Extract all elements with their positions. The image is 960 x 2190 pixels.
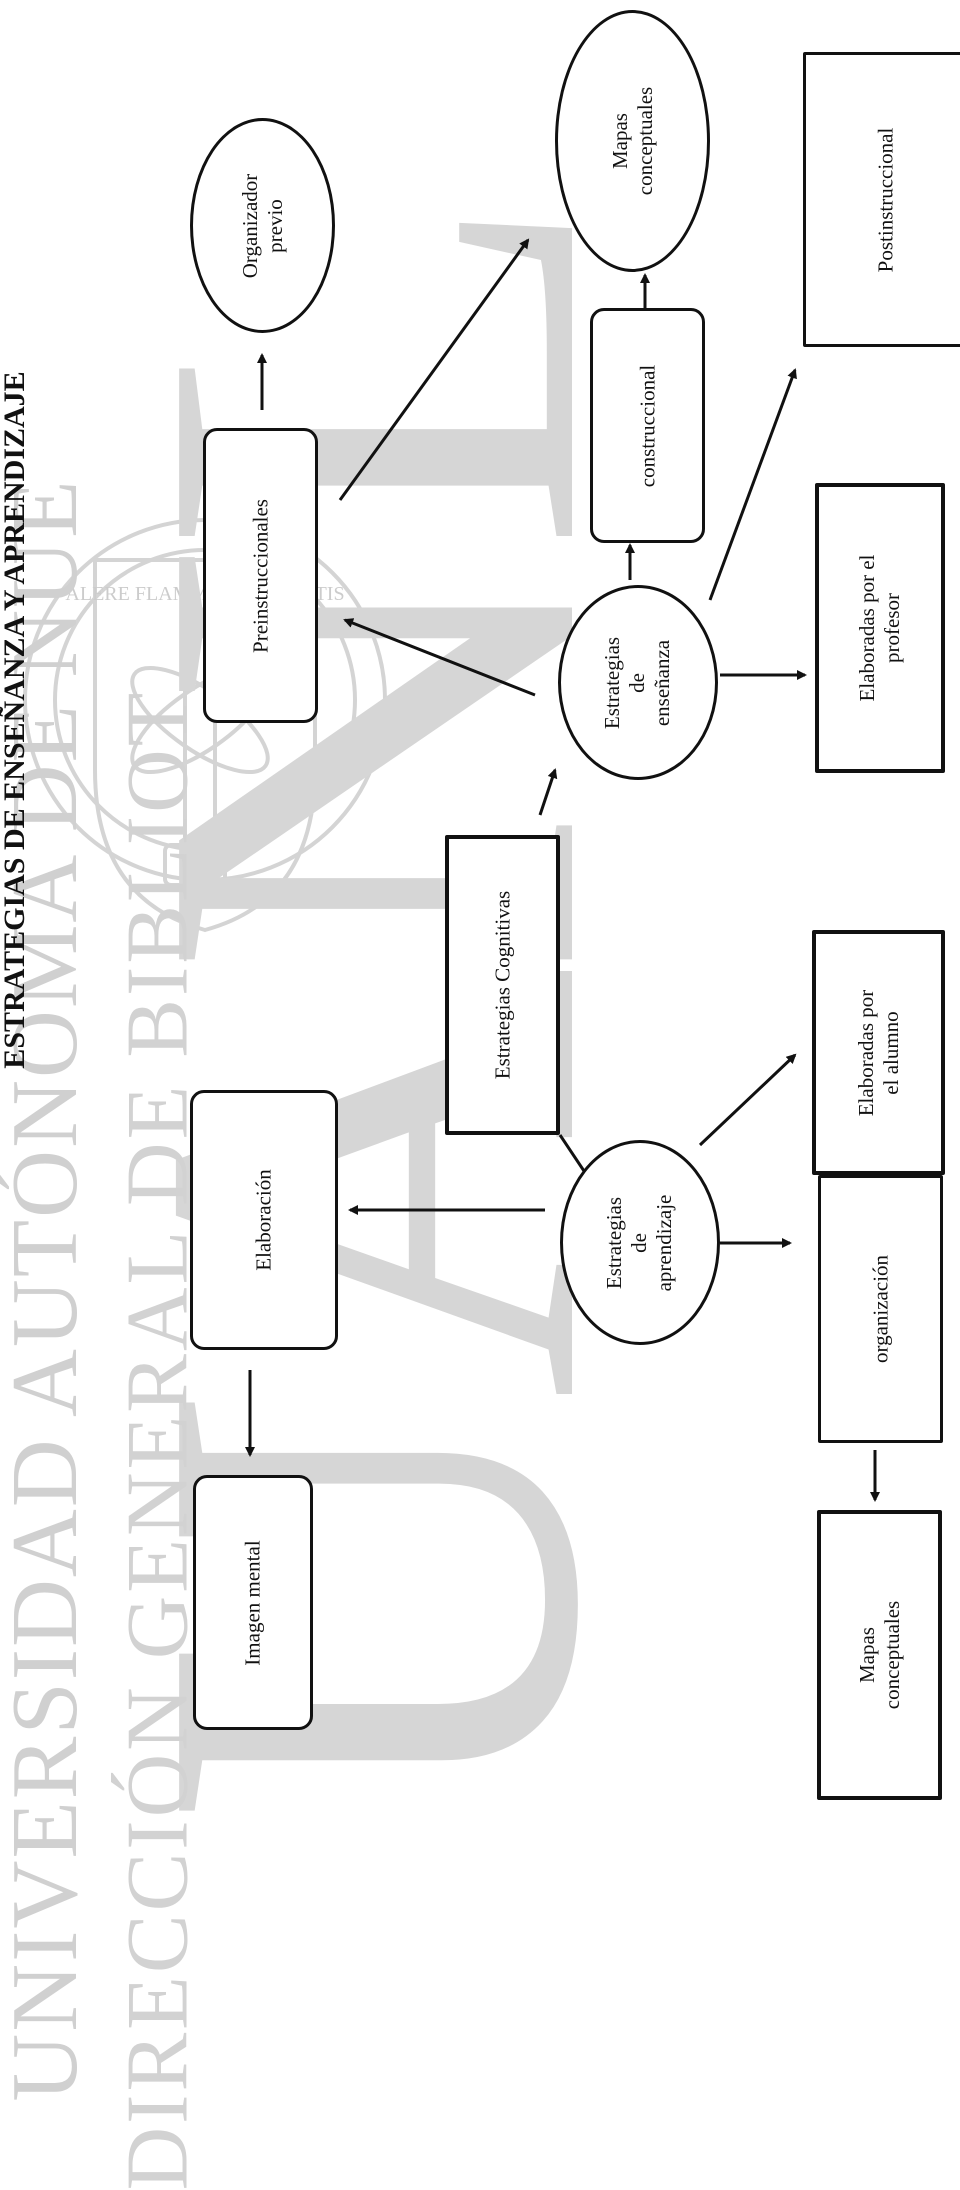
connector-layer (245, 238, 880, 1502)
node-estrategias-aprendizaje: Estrategias de aprendizaje (560, 1140, 720, 1345)
node-preinstruccionales: Preinstruccionales (203, 428, 318, 723)
node-organizacion: organización (818, 1175, 943, 1443)
arrow-ensenanza-to-postinstruccional (708, 368, 797, 601)
node-estrategias-ensenanza: Estrategias de enseñanza (558, 585, 718, 780)
node-estrategias-cognitivas: Estrategias Cognitivas (445, 835, 560, 1135)
node-mapas-conceptuales-top: Mapas conceptuales (555, 10, 710, 272)
arrow-aprendizaje-to-elaboradas-alumno (698, 1053, 797, 1147)
node-mapas-conceptuales-bottom: Mapas conceptuales (817, 1510, 942, 1800)
arrow-ensenanza-to-mapas-top (338, 238, 530, 501)
node-elaboradas-alumno: Elaboradas por el alumno (812, 930, 945, 1175)
node-postinstruccional: Postinstruccional (803, 52, 960, 347)
node-elaboradas-profesor: Elaboradas por el profesor (815, 483, 945, 773)
arrow-ensenanza-to-preinstruccionales (343, 618, 536, 697)
node-organizador-previo: Organizador previo (190, 118, 335, 333)
node-elaboracion: Elaboración (190, 1090, 338, 1350)
arrow-cognitivas-to-ensenanza (538, 768, 558, 816)
node-construccional: construccional (590, 308, 705, 543)
diagram-canvas: ALERE FLAMMAM VERITATIS UANL UNIVERSIDAD… (0, 10, 960, 2190)
node-imagen-mental: Imagen mental (193, 1475, 313, 1730)
